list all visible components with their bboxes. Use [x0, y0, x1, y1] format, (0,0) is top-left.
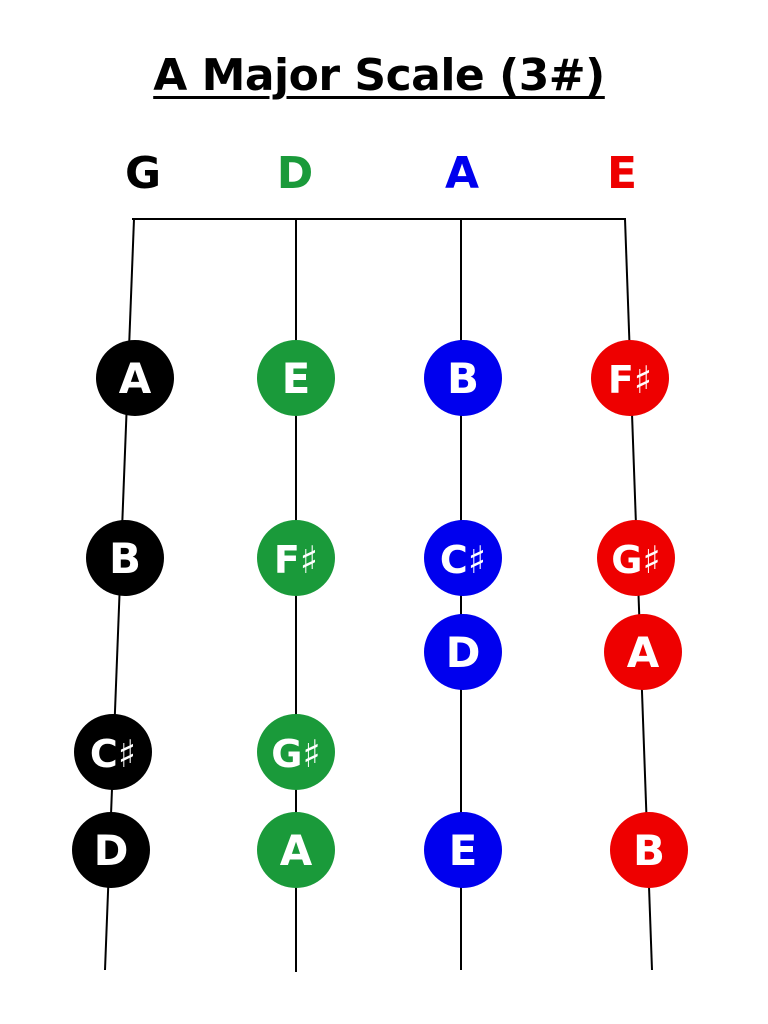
note-marker: D — [424, 614, 502, 690]
note-circle — [257, 520, 335, 596]
note-circle — [424, 812, 502, 888]
note-circle — [96, 340, 174, 416]
note-circle — [610, 812, 688, 888]
note-label: A — [280, 826, 313, 875]
note-label: G♯ — [271, 732, 321, 776]
note-circle — [257, 340, 335, 416]
note-marker: G♯ — [257, 714, 335, 790]
string-label-g: G — [124, 148, 162, 199]
note-circle — [257, 714, 335, 790]
note-circle — [424, 520, 502, 596]
note-label: C♯ — [440, 538, 486, 582]
string-label-e: E — [606, 148, 638, 199]
note-label: F♯ — [274, 538, 318, 582]
note-circle — [257, 812, 335, 888]
note-marker: B — [424, 340, 502, 416]
note-marker: B — [86, 520, 164, 596]
note-marker: E — [424, 812, 502, 888]
page-title: A Major Scale (3#) — [153, 50, 605, 101]
note-circle — [424, 340, 502, 416]
note-marker: A — [604, 614, 682, 690]
note-marker: A — [96, 340, 174, 416]
note-circle — [604, 614, 682, 690]
note-marker: C♯ — [424, 520, 502, 596]
string-label-a: A — [444, 148, 480, 199]
note-label: D — [446, 628, 481, 677]
note-label: A — [119, 354, 152, 403]
note-label: B — [633, 826, 665, 875]
note-label: F♯ — [608, 358, 652, 402]
note-marker: G♯ — [597, 520, 675, 596]
strings-layer — [104, 218, 653, 972]
note-label: B — [447, 354, 479, 403]
string-label-d: D — [276, 148, 314, 199]
note-label: C♯ — [90, 732, 136, 776]
note-circle — [72, 812, 150, 888]
note-circle — [424, 614, 502, 690]
note-marker: D — [72, 812, 150, 888]
note-marker: E — [257, 340, 335, 416]
note-marker: C♯ — [74, 714, 152, 790]
note-circle — [597, 520, 675, 596]
note-circle — [74, 714, 152, 790]
note-marker: A — [257, 812, 335, 888]
note-label: B — [109, 534, 141, 583]
note-marker: F♯ — [591, 340, 669, 416]
note-label: D — [94, 826, 129, 875]
notes-layer: A B C♯ D E F♯ G♯ A B C♯ D E F♯ G♯ A B — [72, 340, 688, 888]
note-marker: F♯ — [257, 520, 335, 596]
note-circle — [591, 340, 669, 416]
note-label: E — [282, 354, 311, 403]
note-circle — [86, 520, 164, 596]
note-label: G♯ — [611, 538, 661, 582]
note-marker: B — [610, 812, 688, 888]
note-label: E — [449, 826, 478, 875]
note-label: A — [627, 628, 660, 677]
